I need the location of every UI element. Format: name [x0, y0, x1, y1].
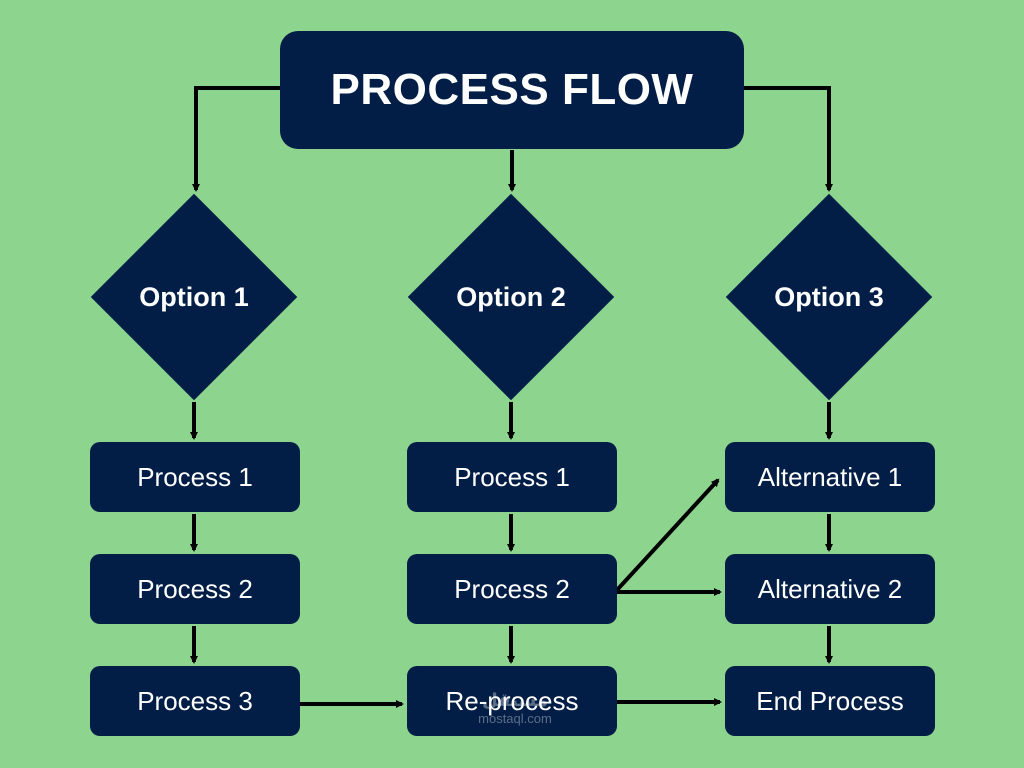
c1-process-2: Process 2	[90, 554, 300, 624]
c1-process-3: Process 3	[90, 666, 300, 736]
arrow-title-to-option-1	[192, 86, 280, 192]
c2-process-1: Process 1	[407, 442, 617, 512]
option-2-label: Option 2	[456, 281, 566, 312]
c3-alternative-1: Alternative 1	[725, 442, 935, 512]
decision-option-1: Option 1	[90, 193, 298, 401]
arrow-title-to-option-3	[744, 86, 833, 192]
c2-reprocess: Re-process	[407, 666, 617, 736]
option-3-label: Option 3	[774, 281, 884, 312]
option-1-label: Option 1	[139, 281, 249, 312]
c3-alternative-2: Alternative 2	[725, 554, 935, 624]
decision-option-3: Option 3	[725, 193, 933, 401]
c1-process-1: Process 1	[90, 442, 300, 512]
process-flow-title: PROCESS FLOW	[280, 31, 744, 149]
decision-option-2: Option 2	[407, 193, 615, 401]
arrow-process-2-to-alternative-1	[615, 478, 720, 592]
c3-end-process: End Process	[725, 666, 935, 736]
c2-process-2: Process 2	[407, 554, 617, 624]
